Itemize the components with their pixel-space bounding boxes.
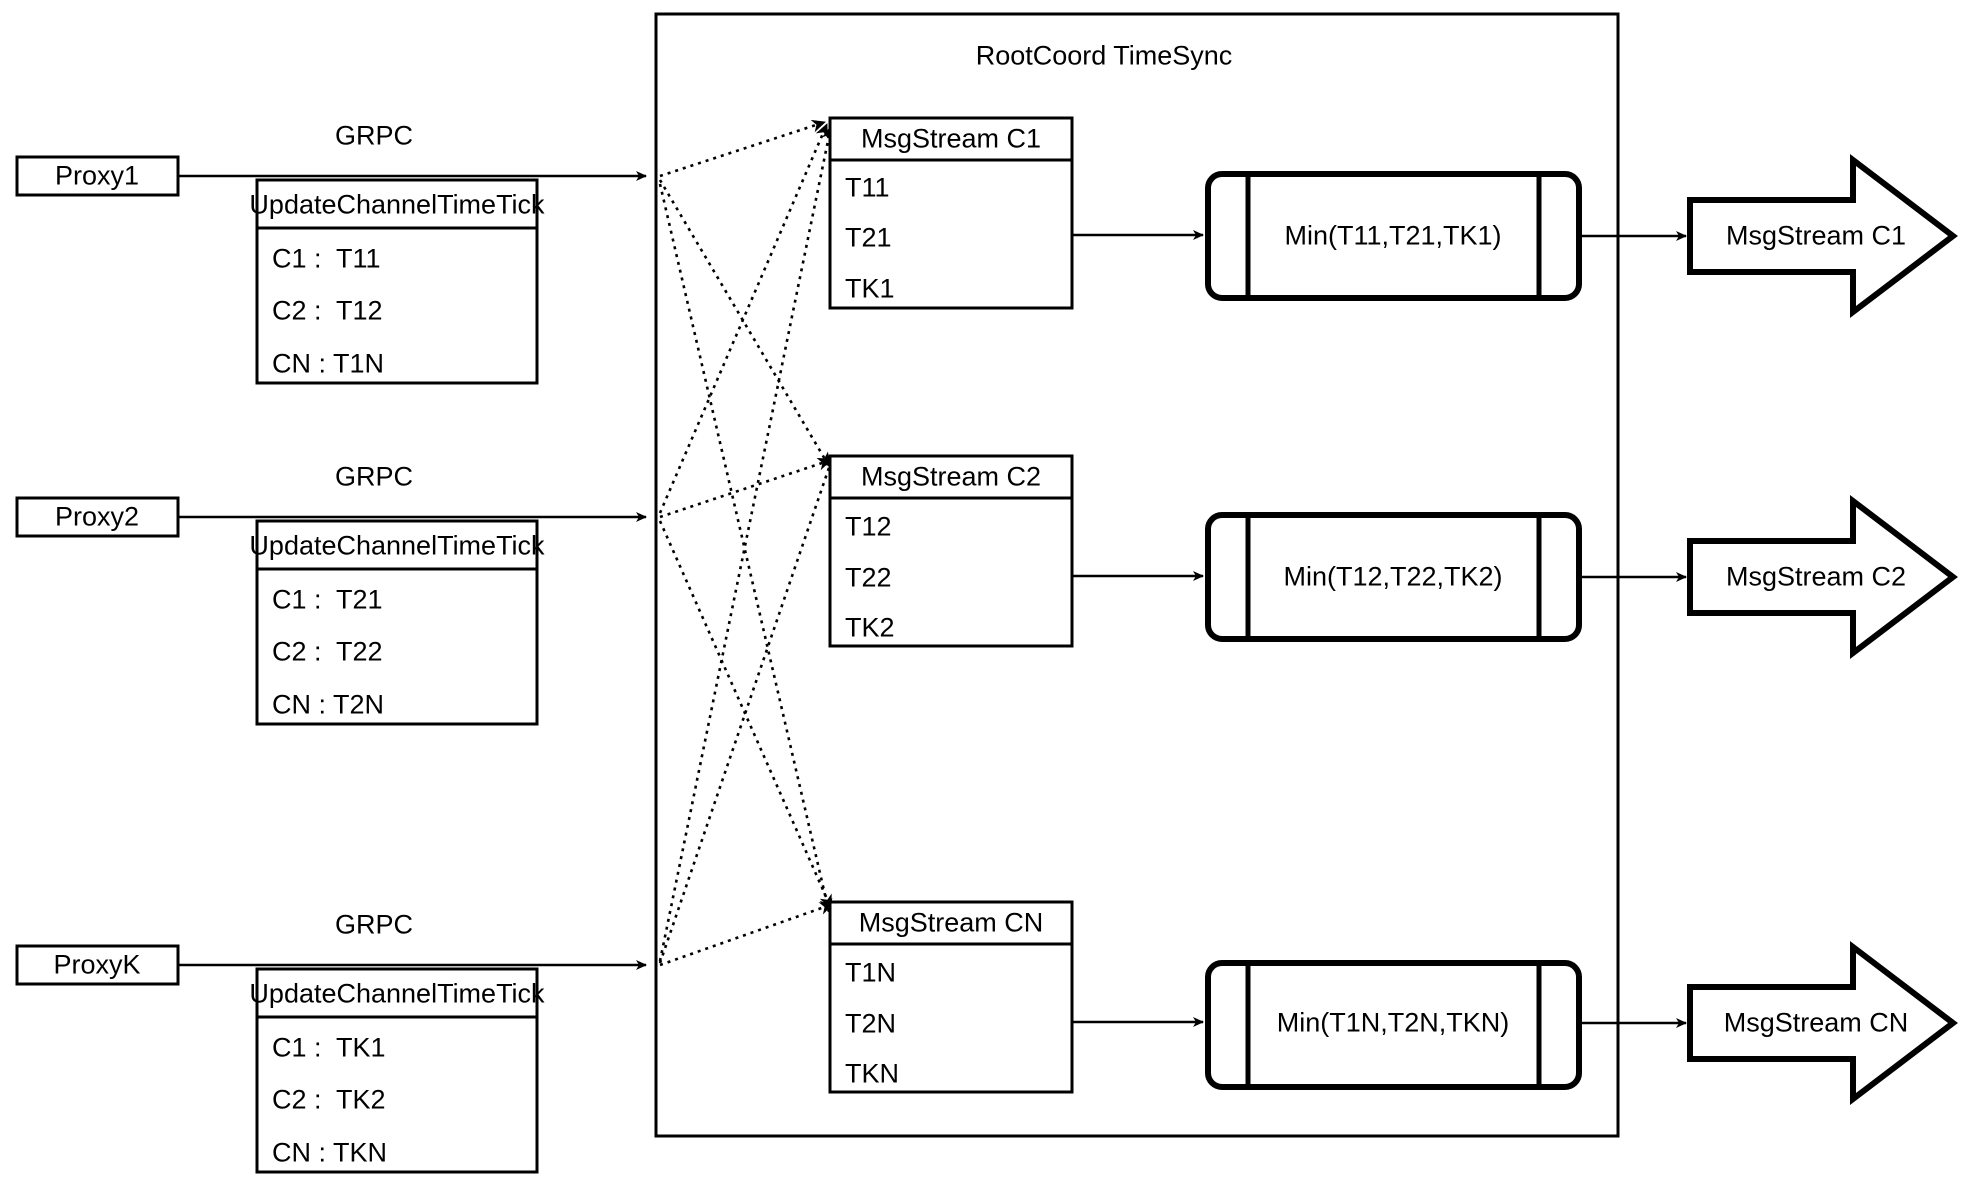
msgstream-row-2-1: T22 (845, 562, 892, 593)
grpc-label-3: GRPC (334, 909, 414, 940)
timetick-row-1-1: C2 : T12 (272, 295, 383, 326)
timetick-row-2-0: C1 : T21 (272, 584, 383, 615)
min-process-label-1: Min(T11,T21,TK1) (1284, 220, 1502, 251)
timetick-header-3: UpdateChannelTimeTick (249, 978, 545, 1009)
timetick-header-1: UpdateChannelTimeTick (249, 189, 545, 220)
msgstream-row-3-1: T2N (845, 1008, 897, 1039)
output-arrow-label-2: MsgStream C2 (1725, 561, 1907, 592)
fanout-edge-p1-c2 (658, 179, 831, 467)
msgstream-header-1: MsgStream C1 (860, 123, 1042, 154)
timetick-row-2-1: C2 : T22 (272, 636, 383, 667)
msgstream-row-2-2: TK2 (845, 612, 895, 643)
msgstream-row-3-0: T1N (845, 957, 897, 988)
fanout-edge-p3-c2 (658, 455, 835, 964)
msgstream-row-1-2: TK1 (845, 273, 895, 304)
msgstream-row-1-0: T11 (845, 172, 890, 203)
proxy-label-1: Proxy1 (54, 160, 140, 191)
fanout-edge-p2-c1 (658, 123, 829, 514)
msgstream-row-3-2: TKN (845, 1058, 899, 1089)
timetick-row-3-0: C1 : TK1 (272, 1032, 386, 1063)
msgstream-row-2-0: T12 (845, 511, 892, 542)
fanout-edge-p3-c1 (658, 125, 835, 962)
grpc-label-2: GRPC (334, 461, 414, 492)
min-process-label-3: Min(T1N,T2N,TKN) (1276, 1007, 1510, 1038)
msgstream-row-1-1: T21 (845, 222, 892, 253)
container-title: RootCoord TimeSync (975, 40, 1233, 71)
fanout-edge-p1-c3 (658, 183, 833, 913)
output-arrow-label-3: MsgStream CN (1723, 1007, 1909, 1038)
timetick-row-2-2: CN : T2N (272, 689, 385, 720)
timetick-row-3-1: C2 : TK2 (272, 1084, 386, 1115)
timetick-row-3-2: CN : TKN (272, 1137, 388, 1168)
output-arrow-label-1: MsgStream C1 (1725, 220, 1907, 251)
msgstream-header-2: MsgStream C2 (860, 461, 1042, 492)
proxy-label-3: ProxyK (53, 949, 141, 980)
grpc-label-1: GRPC (334, 120, 414, 151)
fanout-edge-p2-c3 (658, 520, 833, 909)
msgstream-header-3: MsgStream CN (858, 907, 1044, 938)
timetick-header-2: UpdateChannelTimeTick (249, 530, 545, 561)
fanout-edge-p3-c3 (659, 902, 834, 967)
timetick-row-1-2: CN : T1N (272, 348, 385, 379)
fanout-edge-p1-c1 (659, 119, 826, 178)
timetick-fanout-edges (658, 119, 835, 967)
timetick-row-1-0: C1 : T11 (272, 243, 381, 274)
fanout-edge-p2-c2 (659, 457, 832, 519)
min-process-label-2: Min(T12,T22,TK2) (1283, 561, 1503, 592)
proxy-label-2: Proxy2 (54, 501, 140, 532)
